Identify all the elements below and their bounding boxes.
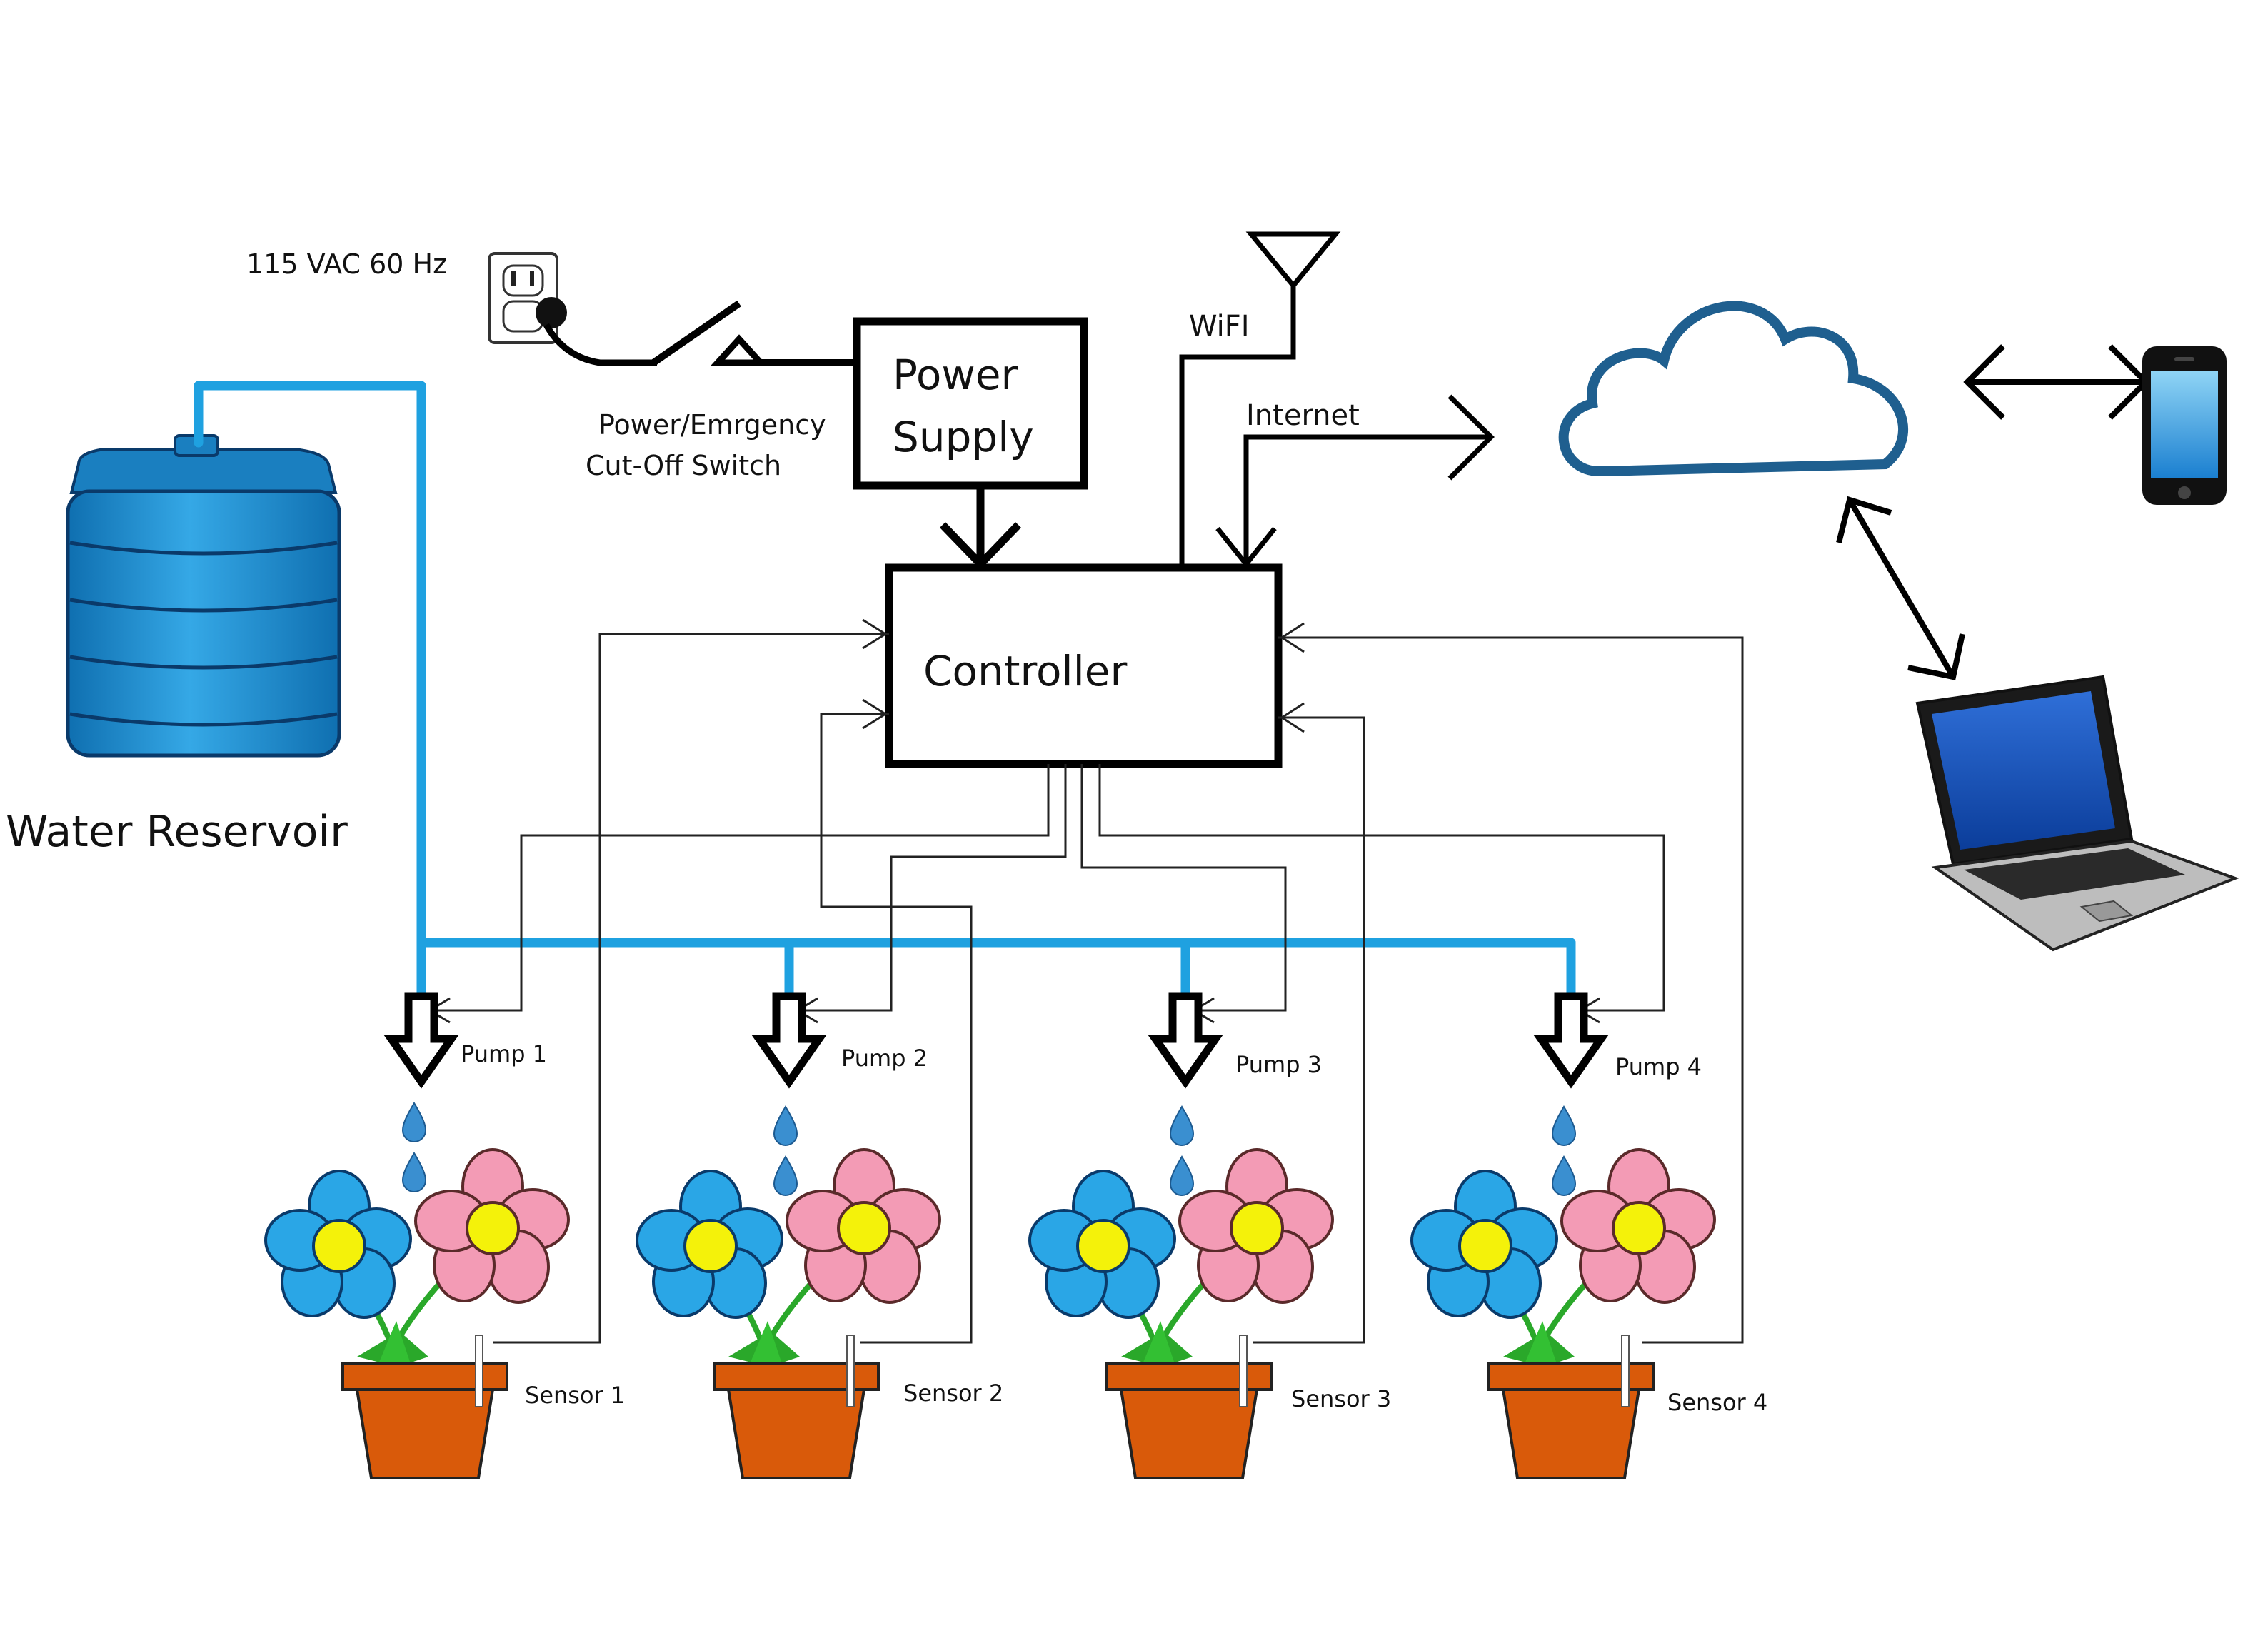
switch-label-1: Power/Emrgency	[598, 409, 826, 441]
water-drops-icon	[402, 1102, 426, 1192]
reservoir-label: Water Reservoir	[6, 807, 348, 857]
antenna-icon	[1179, 231, 1341, 564]
cloud-icon	[1558, 301, 1908, 477]
sensor-label: Sensor 2	[903, 1380, 1003, 1407]
power-outlet-icon	[488, 252, 558, 344]
internet-label: Internet	[1246, 399, 1360, 432]
emergency-switch	[651, 300, 864, 366]
pump-1: Pump 1	[391, 996, 547, 1082]
pump-4: Pump 4	[1541, 996, 1702, 1082]
water-tank-icon	[66, 434, 341, 758]
sensor-label: Sensor 1	[525, 1382, 625, 1409]
water-pipe	[194, 381, 1576, 1001]
plug-icon	[536, 297, 657, 366]
flower-pot-icon	[637, 1150, 940, 1478]
water-drops-icon	[1552, 1106, 1576, 1196]
water-drops-icon	[773, 1106, 798, 1196]
flower-pot-2: Sensor 2	[637, 1150, 1003, 1478]
smartphone-icon	[2142, 346, 2227, 505]
sensor-label: Sensor 4	[1667, 1389, 1767, 1416]
pump-label: Pump 1	[461, 1040, 547, 1067]
controller-label: Controller	[923, 647, 1127, 695]
flower-pot-icon	[1030, 1150, 1333, 1478]
flower-pot-icon	[266, 1150, 568, 1478]
switch-label-2: Cut-Off Switch	[586, 450, 781, 481]
flower-pot-3: Sensor 3	[1030, 1150, 1391, 1478]
power-arrow	[940, 486, 1021, 570]
pump-label: Pump 3	[1235, 1051, 1322, 1078]
internet-arrows	[1215, 394, 1495, 568]
water-drops-icon	[1170, 1106, 1194, 1196]
control-wires	[428, 618, 1744, 1344]
flower-pot-icon	[1412, 1150, 1715, 1478]
laptop-icon	[1915, 675, 2239, 952]
controller-box: Controller	[885, 563, 1283, 768]
power-supply-box: Power Supply	[853, 317, 1088, 490]
power-supply-label-1: Power	[893, 351, 1018, 399]
phone-link-arrow	[1963, 344, 2150, 420]
pump-2: Pump 2	[759, 996, 928, 1082]
pump-label: Pump 2	[841, 1045, 928, 1072]
pump-3: Pump 3	[1155, 996, 1322, 1082]
pump-label: Pump 4	[1615, 1053, 1702, 1080]
power-supply-label-2: Supply	[893, 413, 1034, 461]
wifi-label: WiFI	[1189, 310, 1250, 343]
sensor-label: Sensor 3	[1291, 1385, 1391, 1412]
laptop-link-arrow	[1836, 496, 1965, 680]
flower-pot-1: Sensor 1	[266, 1150, 625, 1478]
mains-voltage-label: 115 VAC 60 Hz	[246, 248, 447, 280]
flower-pot-4: Sensor 4	[1412, 1150, 1767, 1478]
